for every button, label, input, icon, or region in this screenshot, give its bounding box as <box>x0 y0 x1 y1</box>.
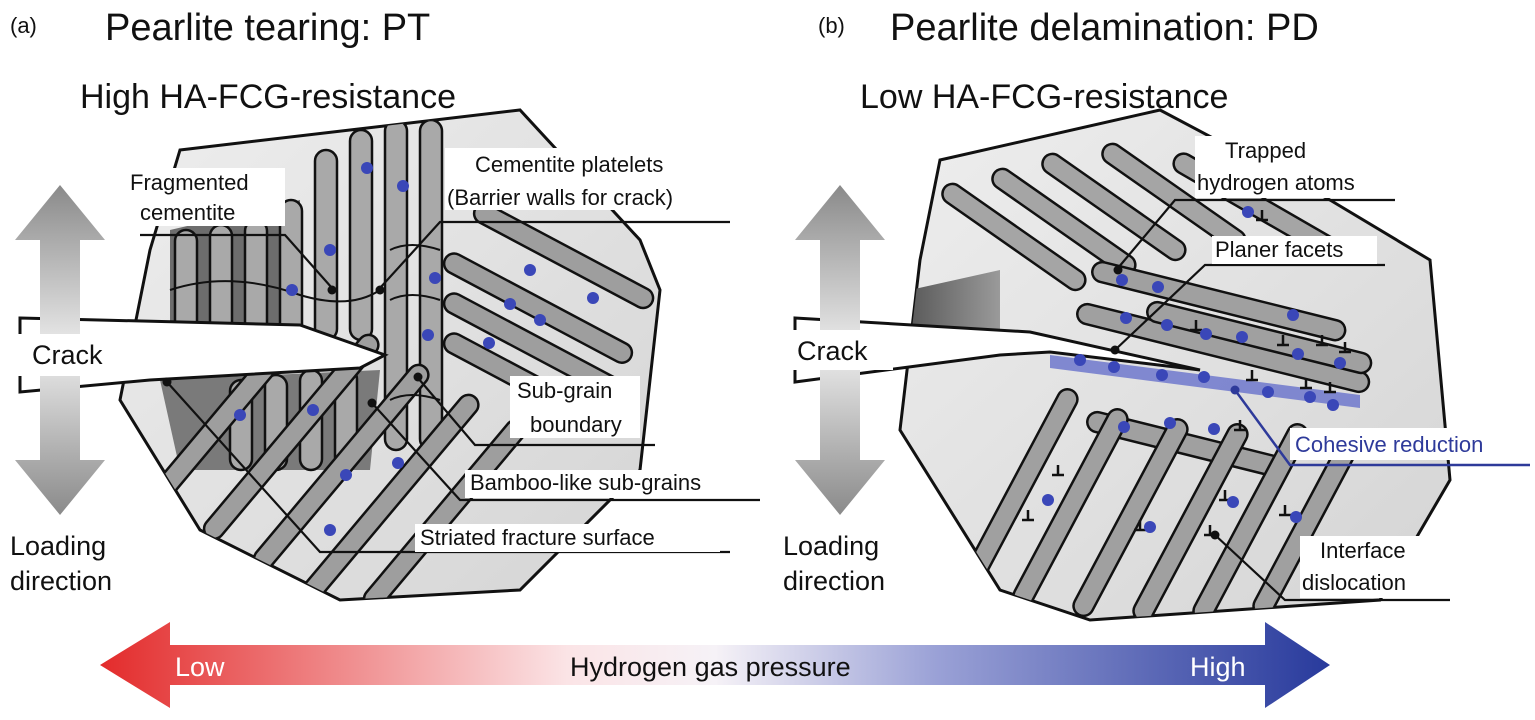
panel-b: (b) Pearlite delamination: PD Low HA-FCG… <box>783 7 1530 622</box>
pressure-high-label: High <box>1190 652 1246 682</box>
panel-b-crack-label: Crack <box>797 336 868 366</box>
label-cohesive: Cohesive reduction <box>1295 432 1483 457</box>
cohesive-reduction-leader <box>1233 389 1530 467</box>
panel-b-subtitle: Low HA-FCG-resistance <box>860 78 1228 116</box>
panel-b-title: Pearlite delamination: PD <box>890 7 1319 49</box>
label-trapped-1: Trapped <box>1225 138 1306 163</box>
panel-b-hydrogen-dots <box>1042 206 1346 533</box>
panel-a-subtitle: High HA-FCG-resistance <box>80 78 456 116</box>
label-trapped-2: hydrogen atoms <box>1197 170 1355 195</box>
panel-a-leader-dots <box>162 285 423 408</box>
label-subgrain-1: Sub-grain <box>517 378 612 403</box>
panel-b-letter: (b) <box>818 13 845 38</box>
panel-b-callout-labels: Trapped hydrogen atoms Planer facets Coh… <box>1195 136 1530 598</box>
panel-a-crack-backdrop <box>18 334 118 376</box>
cohesive-reduction-dot <box>1230 385 1240 395</box>
label-interface-1: Interface <box>1320 538 1406 563</box>
panel-a-crack-label: Crack <box>32 340 103 370</box>
pressure-title-label: Hydrogen gas pressure <box>570 652 851 682</box>
panel-b-leader-dots <box>1110 265 1220 540</box>
panel-b-loading-label-1: Loading <box>783 531 879 561</box>
pressure-low-label: Low <box>175 652 225 682</box>
panel-b-crack-backdrop <box>793 330 893 370</box>
label-platelets-2: (Barrier walls for crack) <box>447 185 673 210</box>
panel-a-letter: (a) <box>10 13 37 38</box>
label-subgrain-2: boundary <box>530 412 622 437</box>
label-fragmented-1: Fragmented <box>130 170 249 195</box>
label-interface-2: dislocation <box>1302 570 1406 595</box>
label-platelets-1: Cementite platelets <box>475 152 663 177</box>
panel-b-loading-label-2: direction <box>783 566 885 596</box>
panel-a: (a) Pearlite tearing: PT High HA-FCG-res… <box>10 7 760 602</box>
panel-a-hydrogen-dots <box>234 162 599 536</box>
label-planer: Planer facets <box>1215 237 1343 262</box>
label-striated: Striated fracture surface <box>420 525 655 550</box>
panel-b-leader-lines <box>1114 198 1450 602</box>
panel-a-loading-label-1: Loading <box>10 531 106 561</box>
hydrogen-pressure-arrow: Low Hydrogen gas pressure High <box>100 622 1330 708</box>
label-bamboo: Bamboo-like sub-grains <box>470 470 701 495</box>
panel-a-callout-labels: Fragmented cementite Cementite platelets… <box>125 148 760 552</box>
panel-b-dislocation-symbols <box>1022 210 1351 537</box>
panel-a-title: Pearlite tearing: PT <box>105 7 430 49</box>
label-fragmented-2: cementite <box>140 200 235 225</box>
panel-a-loading-label-2: direction <box>10 566 112 596</box>
